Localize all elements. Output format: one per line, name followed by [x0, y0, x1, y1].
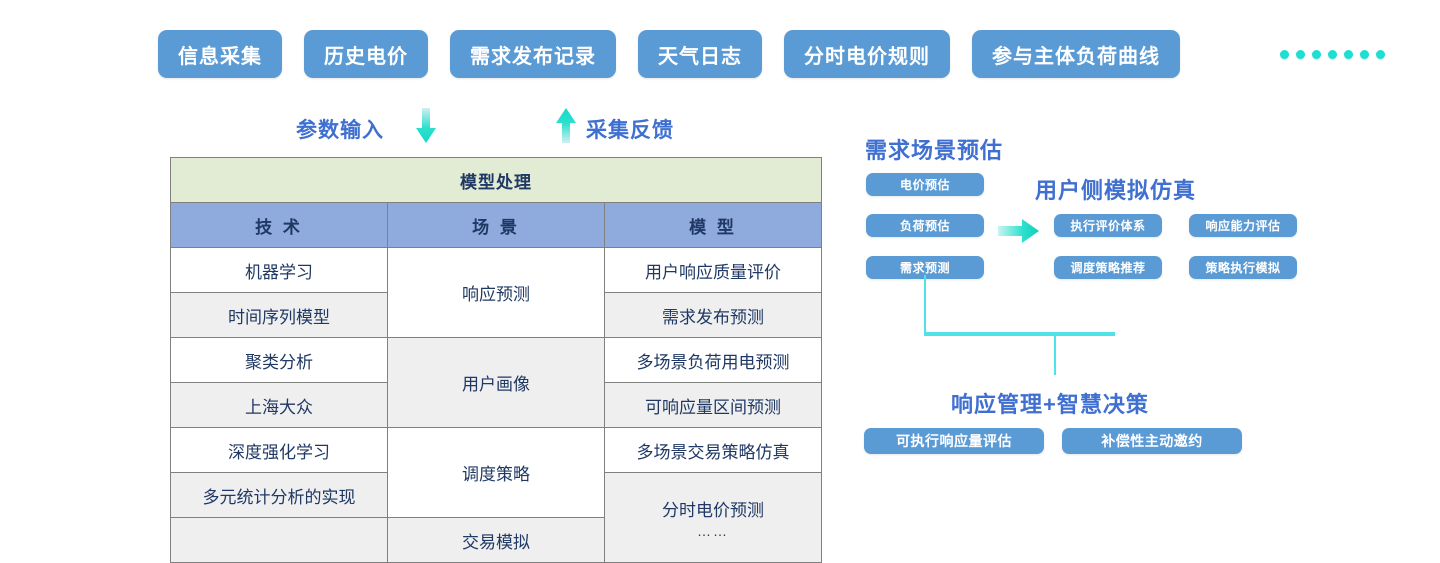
- box-kezhixing-xiangyingliang-pinggu[interactable]: 可执行响应量评估: [864, 428, 1044, 454]
- model-cell: 多场景交易策略仿真: [604, 427, 822, 473]
- table-row: 上海大众 可响应量区间预测: [170, 382, 822, 428]
- top-button-label: 参与主体负荷曲线: [992, 45, 1160, 68]
- box-buchangxing-zhudong-yaoyue[interactable]: 补偿性主动邀约: [1062, 428, 1242, 454]
- flow-arrow-row: 参数输入 采集反馈: [296, 108, 716, 148]
- box-label: 调度策略推荐: [1070, 261, 1146, 275]
- box-fuhe-yugu[interactable]: 负荷预估: [866, 214, 984, 237]
- box-xuqiu-yuce[interactable]: 需求预测: [866, 256, 984, 279]
- top-button-xinxicaiji[interactable]: 信息采集: [158, 30, 282, 78]
- table-row: 时间序列模型 需求发布预测: [170, 292, 822, 338]
- top-button-label: 需求发布记录: [470, 45, 596, 68]
- column-header-tech: 技 术: [170, 202, 388, 248]
- user-simulation-title: 用户侧模拟仿真: [1035, 178, 1197, 203]
- model-cell: 多场景负荷用电预测: [604, 337, 822, 383]
- arrow-down-icon: [416, 108, 436, 143]
- scene-cell: 用户画像: [387, 337, 605, 428]
- arrow-right-icon: [998, 219, 1039, 243]
- box-label: 负荷预估: [899, 219, 950, 233]
- tech-cell-filler: [170, 517, 388, 563]
- table-header-row: 技 术 场 景 模 型: [170, 202, 822, 248]
- top-button-label: 信息采集: [178, 45, 262, 68]
- response-management-title: 响应管理+智慧决策: [951, 392, 1149, 417]
- table-title: 模型处理: [170, 157, 822, 203]
- top-button-label: 天气日志: [658, 45, 742, 68]
- model-cell-ellipsis: ……: [697, 523, 729, 539]
- model-cell-label: 分时电价预测: [662, 501, 764, 520]
- box-zhixing-pingjia-tixi[interactable]: 执行评价体系: [1054, 214, 1162, 237]
- table-row: 机器学习 响应预测 用户响应质量评价: [170, 247, 822, 338]
- model-cell: 分时电价预测 ……: [604, 472, 822, 563]
- tech-cell: 深度强化学习: [170, 427, 388, 473]
- box-xiangying-nengli-pinggu[interactable]: 响应能力评估: [1189, 214, 1297, 237]
- model-cell: 可响应量区间预测: [604, 382, 822, 428]
- box-label: 执行评价体系: [1070, 219, 1146, 233]
- tech-cell: 聚类分析: [170, 337, 388, 383]
- table-row: 深度强化学习 调度策略 多场景交易策略仿真: [170, 427, 822, 518]
- table-row: 聚类分析 用户画像 多场景负荷用电预测: [170, 337, 822, 428]
- top-button-canyuzhutifuhequxian[interactable]: 参与主体负荷曲线: [972, 30, 1180, 78]
- column-header-model: 模 型: [604, 202, 822, 248]
- top-button-label: 历史电价: [324, 45, 408, 68]
- top-button-bar: 信息采集 历史电价 需求发布记录 天气日志 分时电价规则 参与主体负荷曲线: [158, 30, 1385, 78]
- dot-icon: [1312, 49, 1321, 59]
- arrow-up-icon: [556, 108, 576, 143]
- box-celue-zhixing-moni[interactable]: 策略执行模拟: [1189, 256, 1297, 279]
- param-input-label: 参数输入: [296, 119, 384, 142]
- box-label: 策略执行模拟: [1205, 261, 1281, 275]
- top-button-fenshidianjiaguize[interactable]: 分时电价规则: [784, 30, 950, 78]
- top-button-tianqirizhi[interactable]: 天气日志: [638, 30, 762, 78]
- dot-icon: [1296, 49, 1305, 59]
- top-button-label: 分时电价规则: [804, 45, 930, 68]
- dot-icon: [1328, 49, 1337, 59]
- tech-cell: 时间序列模型: [170, 292, 388, 338]
- tech-cell: 机器学习: [170, 247, 388, 293]
- column-header-scene: 场 景: [387, 202, 605, 248]
- model-cell: 需求发布预测: [604, 292, 822, 338]
- right-flow-panel: 需求场景预估 用户侧模拟仿真 响应管理+智慧决策 电价预估 负荷预估 需求预测 …: [855, 125, 1297, 485]
- table-title-row: 模型处理: [170, 157, 822, 203]
- top-button-lishidianjia[interactable]: 历史电价: [304, 30, 428, 78]
- box-label: 可执行响应量评估: [896, 433, 1012, 449]
- tech-cell: 上海大众: [170, 382, 388, 428]
- box-label: 需求预测: [899, 261, 950, 275]
- model-processing-table: 模型处理 技 术 场 景 模 型 机器学习 响应预测 用户响应质量评价 时间序列…: [170, 157, 822, 563]
- more-items-dots: [1280, 49, 1385, 59]
- scene-cell: 调度策略: [387, 427, 605, 518]
- model-cell: 用户响应质量评价: [604, 247, 822, 293]
- top-button-xuqiufabujilu[interactable]: 需求发布记录: [450, 30, 616, 78]
- box-label: 响应能力评估: [1205, 219, 1281, 233]
- collect-feedback-label: 采集反馈: [586, 119, 674, 142]
- box-label: 补偿性主动邀约: [1101, 433, 1203, 449]
- dot-icon: [1376, 49, 1385, 59]
- box-diaodu-celue-tuijian[interactable]: 调度策略推荐: [1054, 256, 1162, 279]
- scene-cell: 交易模拟: [387, 517, 605, 563]
- tech-cell: 多元统计分析的实现: [170, 472, 388, 518]
- demand-scenario-title: 需求场景预估: [865, 138, 1004, 163]
- connector-bracket: [924, 275, 1115, 375]
- box-label: 电价预估: [899, 178, 950, 192]
- dot-icon: [1280, 49, 1289, 59]
- box-dianjia-yugu[interactable]: 电价预估: [866, 173, 984, 196]
- dot-icon: [1344, 49, 1353, 59]
- dot-icon: [1360, 49, 1369, 59]
- scene-cell: 响应预测: [387, 247, 605, 338]
